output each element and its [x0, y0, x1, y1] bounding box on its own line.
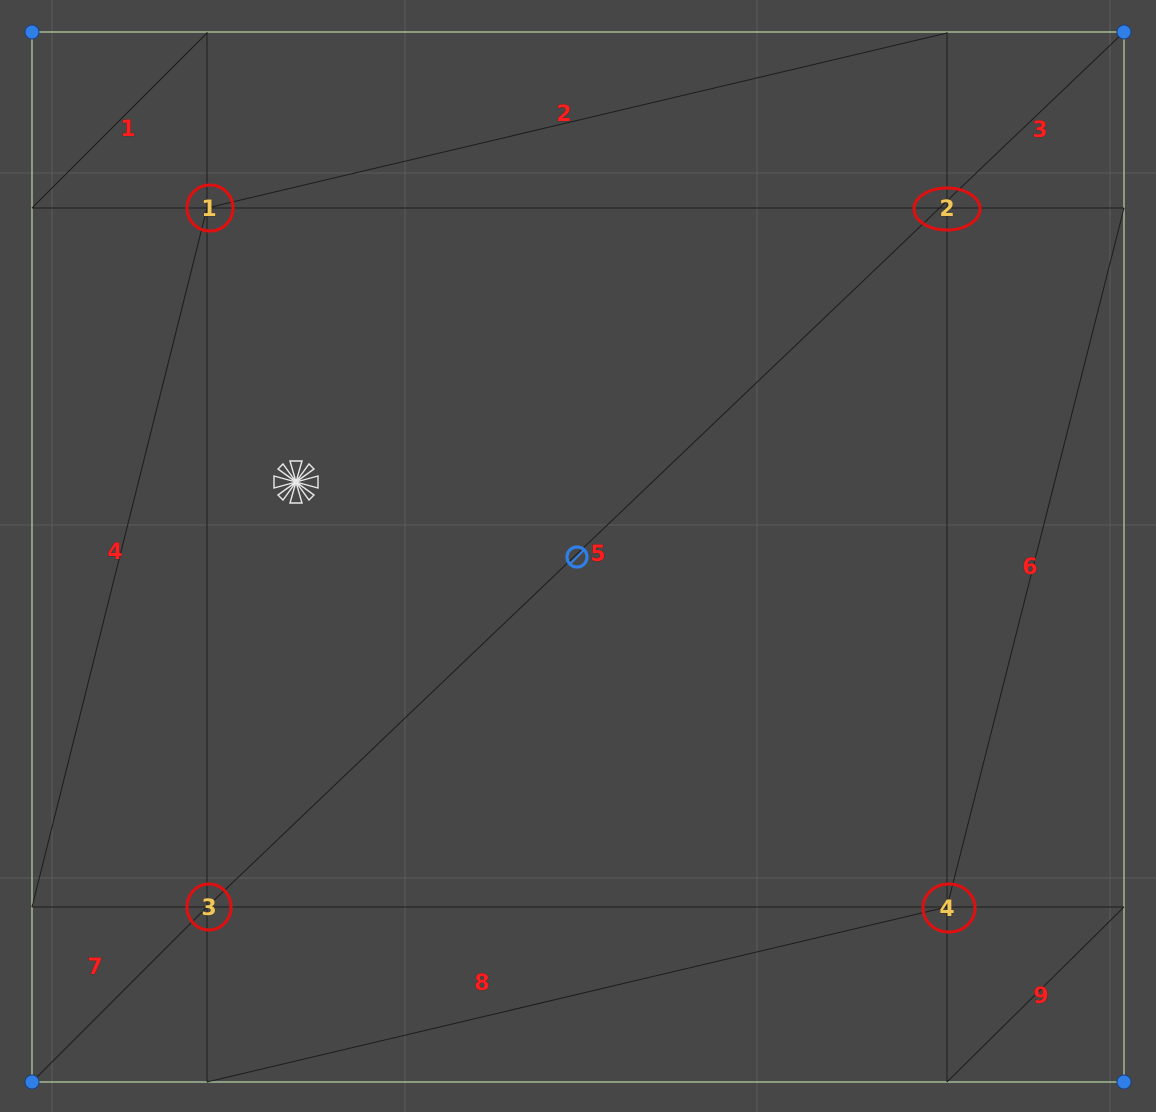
border-point-marker[interactable]: 3: [185, 882, 233, 932]
border-point-marker[interactable]: 1: [185, 183, 235, 233]
cursor-spoke: [276, 462, 297, 483]
region-label: 1: [120, 117, 135, 142]
corner-handle-bottom-left[interactable]: [24, 1074, 40, 1090]
border-point-label: 1: [201, 197, 216, 222]
rect-corner-handles: [24, 24, 1132, 1090]
cursor-spoke: [289, 479, 303, 504]
cursor-spoke: [276, 481, 297, 502]
corner-handle-top-right[interactable]: [1116, 24, 1132, 40]
mesh-edge: [946, 207, 1125, 908]
mesh-edge: [31, 906, 208, 1083]
region-label: 8: [474, 971, 489, 996]
marker-ring: [185, 183, 235, 233]
pivot-ring: [565, 545, 589, 569]
cursor-spoke: [289, 460, 303, 485]
corner-handle-top-left[interactable]: [24, 24, 40, 40]
cursor-spoke: [293, 475, 319, 489]
region-label: 3: [1032, 118, 1047, 143]
border-point-label: 4: [939, 897, 954, 922]
marker-ring: [185, 882, 233, 932]
pivot-cross: [569, 549, 585, 565]
cursor-spoke: [273, 475, 299, 489]
corner-handle-bottom-right[interactable]: [1116, 1074, 1132, 1090]
mesh-edge: [206, 31, 1125, 908]
mesh-edge: [946, 906, 1125, 1083]
border-point-marker[interactable]: 2: [912, 186, 982, 232]
move-cursor-icon: [273, 460, 319, 504]
mesh-edge: [31, 32, 208, 209]
pivot-handle[interactable]: [565, 545, 589, 569]
border-point-label: 2: [939, 197, 954, 222]
region-label: 9: [1033, 984, 1048, 1009]
cursor-spoke: [295, 481, 316, 502]
marker-ring: [921, 882, 977, 934]
region-label: 6: [1022, 555, 1037, 580]
border-point-marker[interactable]: 4: [921, 882, 977, 934]
border-point-markers: 1 2 3 4: [185, 183, 982, 934]
region-label: 2: [556, 102, 571, 127]
region-label: 4: [107, 540, 122, 565]
slice-mesh: [31, 31, 1125, 1083]
region-labels: 1 2 3 4 5 6 7 8 9: [87, 102, 1049, 1010]
mesh-edge: [31, 207, 208, 908]
cursor-spoke: [295, 462, 316, 483]
sprite-rect-outline[interactable]: [31, 31, 1125, 1083]
region-label: 7: [87, 955, 102, 980]
marker-ring: [912, 186, 982, 232]
mesh-edge: [206, 906, 948, 1083]
mesh-edge: [206, 32, 948, 209]
region-label: 5: [590, 542, 605, 567]
border-point-label: 3: [201, 896, 216, 921]
